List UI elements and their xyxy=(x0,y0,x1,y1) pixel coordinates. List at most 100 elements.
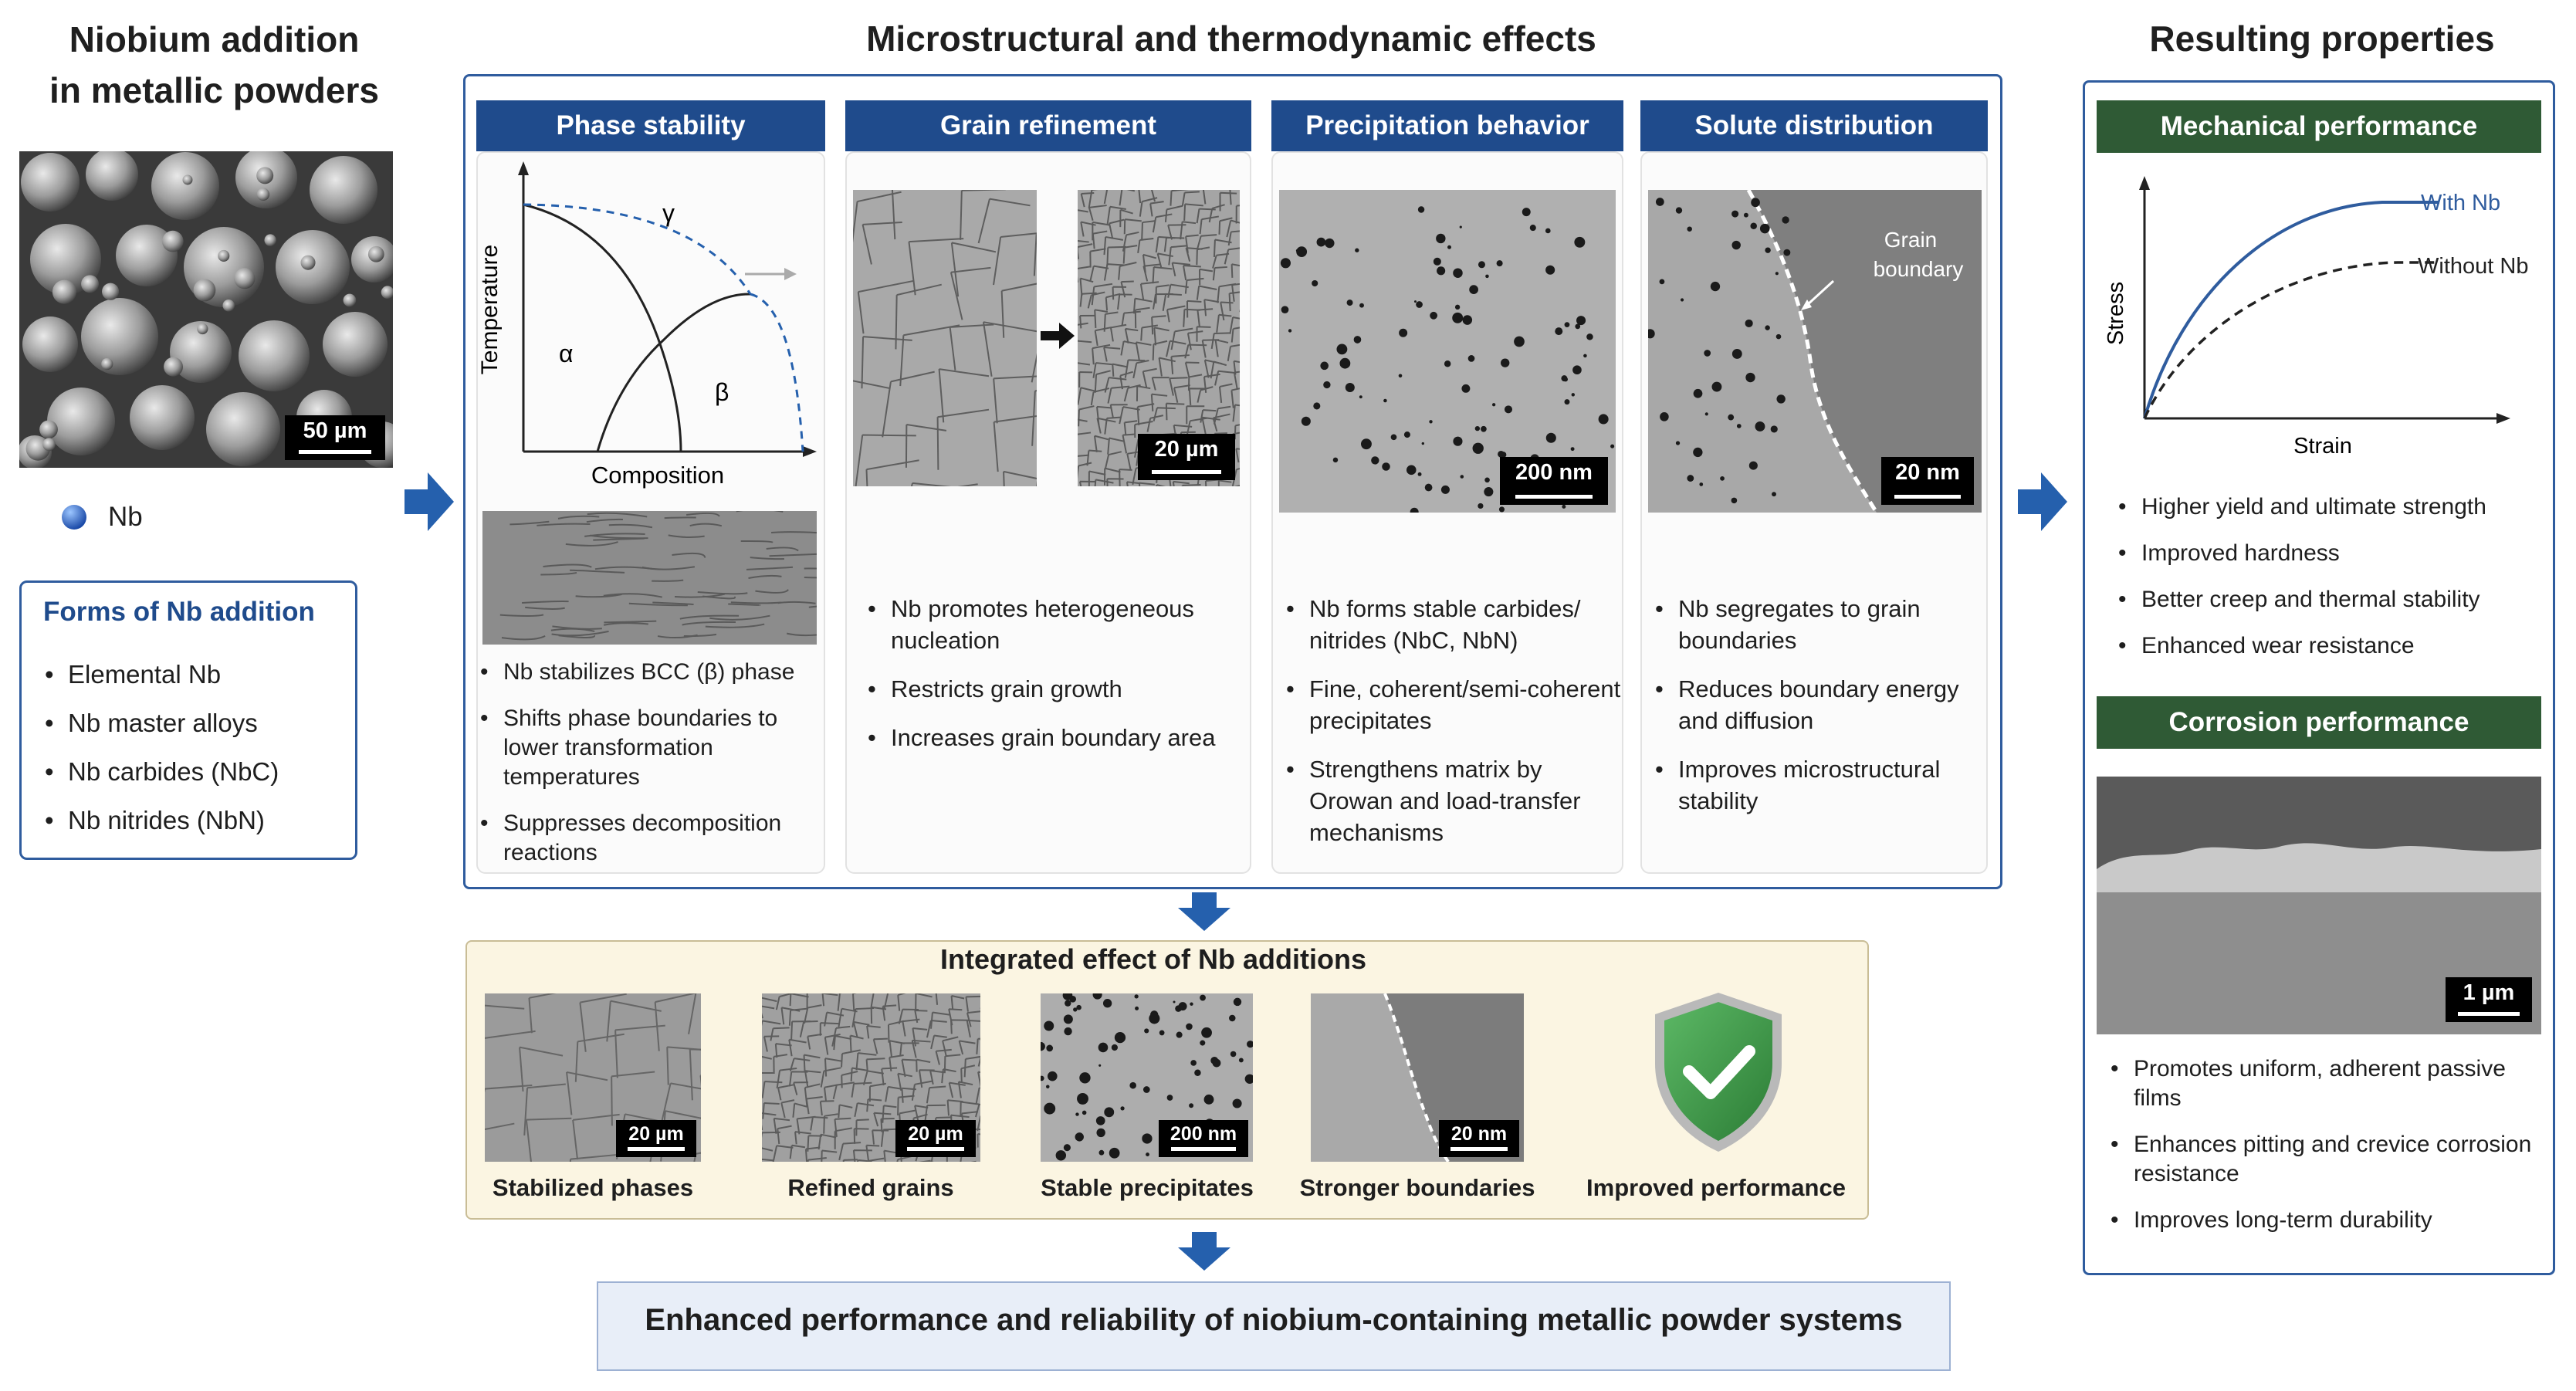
grain-boundary-line xyxy=(861,221,902,265)
precipitate-dot xyxy=(1044,1102,1056,1115)
grain-boundary-line xyxy=(799,1020,818,1037)
phase-lamella xyxy=(652,601,694,605)
precipitate-dot xyxy=(1359,303,1364,308)
forms-list-item: Nb carbides (NbC) xyxy=(42,756,350,787)
precipitate-dot xyxy=(1092,993,1102,1000)
precipitate-dot xyxy=(1312,279,1318,287)
powder-particle xyxy=(193,279,216,302)
grain-boundary-line xyxy=(777,1084,795,1101)
shield-check-icon xyxy=(1655,993,1782,1152)
precipitate-dot xyxy=(1229,1014,1236,1022)
precipitate-dot xyxy=(1046,1085,1050,1088)
grain-boundary-line xyxy=(1152,340,1168,360)
integrated-image-boundaries: 20 nm xyxy=(1311,993,1524,1162)
precipitate-dot xyxy=(1398,374,1403,378)
grain-scale-bar: 20 µm xyxy=(1138,434,1235,480)
grain-boundary-line xyxy=(914,1009,928,1024)
grain-boundary-line xyxy=(853,191,902,243)
integrated-effect-title: Integrated effect of Nb additions xyxy=(939,943,1367,975)
grain-boundary-line xyxy=(1136,385,1151,401)
grain-boundary-line xyxy=(1033,233,1037,276)
solute-dot xyxy=(1648,329,1655,339)
precipitate-dot xyxy=(1210,1056,1219,1064)
grain-boundary-line xyxy=(804,1146,821,1162)
grain-boundary-line xyxy=(1183,265,1201,281)
grain-boundary-line xyxy=(569,1153,618,1162)
phase-lamella xyxy=(604,620,657,624)
grain-boundary-line xyxy=(1080,191,1095,208)
grain-boundary-line xyxy=(960,1101,980,1116)
grain-boundary-line xyxy=(946,1099,963,1116)
grain-boundary-line xyxy=(1235,448,1240,463)
powder-particle xyxy=(21,153,80,212)
grain-boundary-line xyxy=(606,1000,662,1042)
powder-particle xyxy=(256,188,270,201)
grain-boundary-line xyxy=(1031,353,1037,383)
mechanical-bullet-item: Better creep and thermal stability xyxy=(2115,585,2547,614)
precipitate-dot xyxy=(1564,399,1570,405)
grain-boundary-line xyxy=(911,1039,931,1058)
phase-lamella xyxy=(584,533,645,537)
solute-bullets: Nb segregates to grain boundariesReduces… xyxy=(1652,593,1984,834)
header-mechanical-performance: Mechanical performance xyxy=(2097,100,2541,153)
powder-particle xyxy=(81,275,100,293)
grain-boundary-line xyxy=(1078,418,1088,422)
solute-dot xyxy=(1736,424,1742,428)
grain-boundary-line xyxy=(762,1081,783,1098)
solute-dot xyxy=(1675,441,1681,445)
caption-stabilized-phases: Stabilized phases xyxy=(492,1174,694,1201)
precipitate-dot xyxy=(1545,228,1551,234)
grain-boundary-line xyxy=(1031,390,1037,446)
grain-boundary-line xyxy=(872,1037,888,1054)
phase-lamella xyxy=(575,594,622,598)
grain-boundary-line xyxy=(1230,388,1240,408)
powder-particle xyxy=(130,385,195,450)
precipitate-dot xyxy=(1098,1149,1105,1156)
grain-boundary-line xyxy=(1150,393,1168,411)
phase-lamella xyxy=(540,571,577,576)
phase-lamella xyxy=(679,614,740,620)
solute-dot xyxy=(1745,372,1755,383)
precipitate-dot xyxy=(1522,208,1531,217)
grain-boundary-line xyxy=(1138,190,1142,204)
precipitate-dot xyxy=(1359,395,1362,399)
grain-boundary-line xyxy=(1112,363,1128,377)
middle-column-title: Microstructural and thermodynamic effect… xyxy=(866,19,1596,59)
grain-boundary-line xyxy=(1183,308,1200,327)
powder-particles xyxy=(19,151,393,468)
grain-boundary-line xyxy=(1169,377,1188,396)
phase-lamella xyxy=(570,569,625,574)
precipitate-dot xyxy=(1046,1044,1054,1052)
phase-lamella xyxy=(686,512,720,517)
grain-boundary-line xyxy=(793,1081,809,1095)
effects-frame xyxy=(463,74,2002,889)
phase-lamella xyxy=(499,614,544,618)
grain-boundary-line xyxy=(1142,367,1157,388)
solute-dot xyxy=(1775,333,1782,340)
grain-boundary-line xyxy=(834,1117,851,1137)
left-column-title: Niobium addition in metallic powders xyxy=(49,19,379,110)
grain-boundary-line xyxy=(1094,309,1109,328)
grain-boundary-line xyxy=(699,1075,701,1086)
grain-boundary-line xyxy=(1124,359,1146,378)
precipitate-dot xyxy=(1421,442,1425,445)
precipitate-dot xyxy=(1484,487,1494,497)
grain-boundary-line xyxy=(1123,420,1138,435)
grain-boundary-line xyxy=(850,1067,868,1082)
grain-boundary-line xyxy=(1162,293,1182,311)
precipitate-dot xyxy=(1142,1086,1150,1093)
solute-scale-bar: 20 nm xyxy=(1881,457,1974,505)
grain-boundary-line xyxy=(762,1112,777,1130)
grain-boundary-line xyxy=(905,423,947,468)
grain-boundary-line xyxy=(1103,235,1124,256)
grain-boundary-line xyxy=(1220,301,1234,321)
grain-boundary-line xyxy=(1088,190,1098,208)
powder-scale-bar: 50 µm xyxy=(285,415,385,460)
grain-boundary-line xyxy=(949,266,991,320)
grain-boundary-line xyxy=(1078,239,1089,259)
solute-dot xyxy=(1731,349,1742,359)
precipitate-dot xyxy=(1320,361,1329,371)
phase-lamella xyxy=(537,523,591,526)
grain-boundary-line xyxy=(895,283,942,350)
grain-boundary-line xyxy=(1092,230,1108,249)
